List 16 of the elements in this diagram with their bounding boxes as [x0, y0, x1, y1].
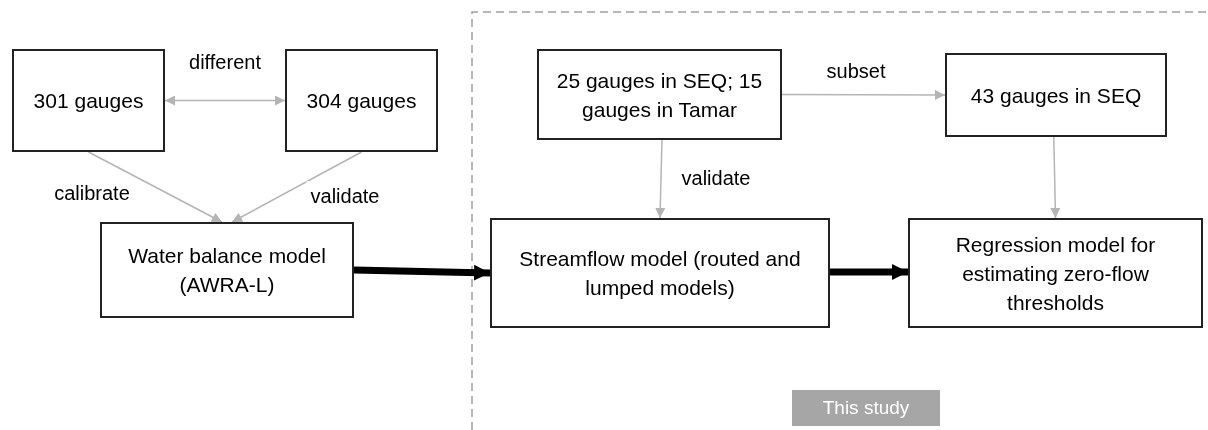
process-box: 301 gauges [12, 49, 165, 152]
arrow [1050, 136, 1061, 219]
thick-arrow [353, 264, 491, 281]
arrow [87, 151, 223, 223]
arrow [655, 139, 666, 219]
arrow [231, 151, 363, 223]
arrow [164, 95, 286, 106]
process-box: Streamflow model (routed and lumped models) [490, 218, 830, 328]
process-box: 25 gauges in SEQ; 15 gauges in Tamar [537, 49, 782, 140]
process-box: Regression model for estimating zero-flow thresholds [908, 218, 1203, 328]
arrow [781, 89, 946, 100]
label-box: This study [792, 390, 940, 426]
process-box: 304 gauges [285, 49, 438, 152]
process-box: Water balance model (AWRA-L) [100, 222, 354, 318]
process-box: 43 gauges in SEQ [945, 53, 1167, 137]
thick-arrow [830, 263, 908, 280]
